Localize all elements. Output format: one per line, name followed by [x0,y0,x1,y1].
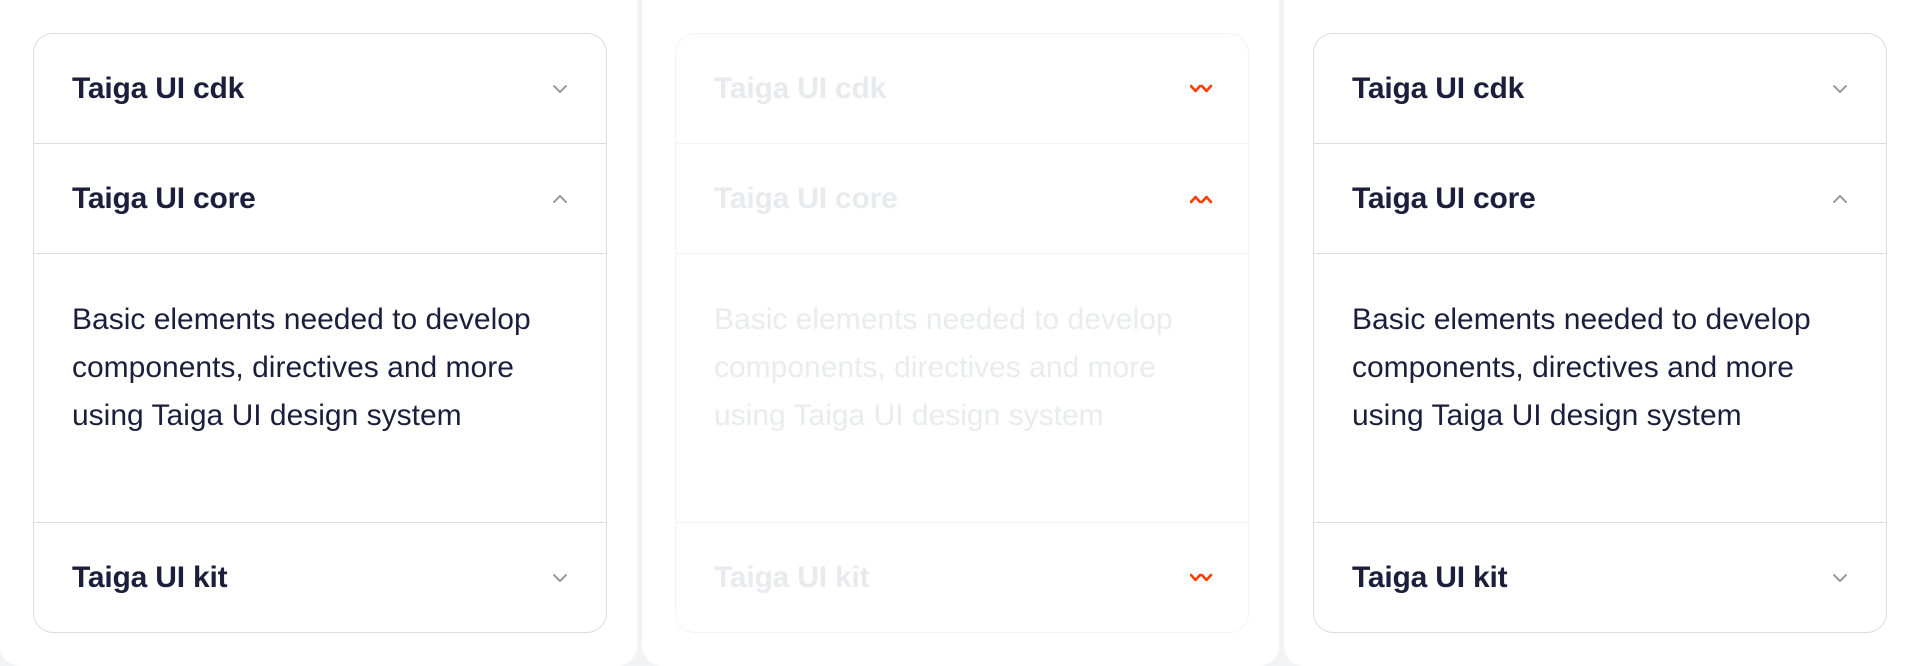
chevron-down-icon [548,566,572,590]
chevron-up-icon [1828,187,1852,211]
chevron-down-icon [1190,566,1214,590]
item-content: Basic elements needed to develop compone… [1314,254,1886,523]
item-content: Basic elements needed to develop compone… [676,254,1248,523]
accordion-item-kit[interactable]: Taiga UI kit [34,523,606,632]
item-title: Taiga UI cdk [1352,71,1525,105]
accordion-1: Taiga UI cdk Taiga UI core Basic element… [33,33,607,633]
accordion-3: Taiga UI cdk Taiga UI core Basic element… [1313,33,1887,633]
item-content: Basic elements needed to develop compone… [34,254,606,523]
item-title: Taiga UI core [1352,181,1536,215]
chevron-up-icon [548,187,572,211]
item-title: Taiga UI kit [1352,561,1508,594]
item-title: Taiga UI kit [714,561,870,594]
chevron-down-icon [1828,566,1852,590]
accordion-item-kit: Taiga UI kit [676,523,1248,632]
chevron-down-icon [1190,77,1214,101]
accordion-2-disabled: Taiga UI cdk Taiga UI core Basic [675,33,1249,633]
item-title: Taiga UI core [714,181,898,215]
accordion-item-cdk[interactable]: Taiga UI cdk [1314,34,1886,144]
accordion-item-core: Taiga UI core [676,144,1248,254]
demo-panel-3: Taiga UI cdk Taiga UI core Basic element… [1284,0,1920,666]
accordion-item-kit[interactable]: Taiga UI kit [1314,523,1886,632]
item-title: Taiga UI kit [72,561,228,594]
chevron-up-icon [1190,187,1214,211]
item-title: Taiga UI cdk [72,71,245,105]
chevron-down-icon [1828,77,1852,101]
accordion-item-cdk[interactable]: Taiga UI cdk [34,34,606,144]
item-title: Taiga UI core [72,181,256,215]
accordion-item-cdk: Taiga UI cdk [676,34,1248,144]
accordion-item-core[interactable]: Taiga UI core [34,144,606,254]
demo-panel-2: Taiga UI cdk Taiga UI core Basic [642,0,1279,666]
demo-panel-1: Taiga UI cdk Taiga UI core Basic element… [0,0,637,666]
chevron-down-icon [548,77,572,101]
accordion-item-core[interactable]: Taiga UI core [1314,144,1886,254]
item-title: Taiga UI cdk [714,71,887,105]
